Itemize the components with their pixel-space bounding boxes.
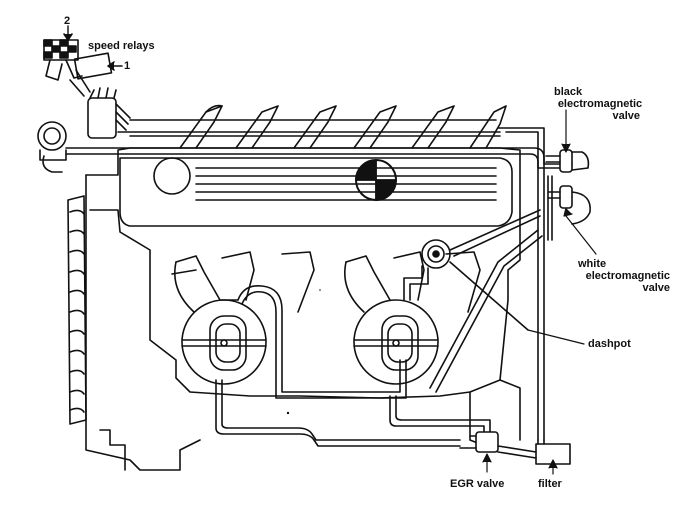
canister-right (353, 299, 439, 385)
black-electromagnetic-valve-label: black electromagnetic valve (552, 86, 648, 122)
specks (286, 289, 321, 415)
dashpot-label: dashpot (588, 338, 631, 350)
vacuum-hoses (215, 265, 537, 459)
relay-number-1: 1 (124, 60, 131, 72)
engine-block (85, 147, 521, 471)
white-valve-line-2: electromagnetic (585, 270, 670, 282)
white-electromagnetic-valve-label: white electromagnetic valve (566, 258, 670, 294)
filter-label: filter (538, 478, 562, 490)
white-valve-line-3: valve (642, 282, 670, 294)
canister-left (181, 299, 267, 385)
speed-relays-icon (43, 25, 123, 81)
pointer-lines (482, 109, 597, 475)
distributor (69, 69, 131, 139)
ignition-leads (117, 104, 507, 149)
speed-relays-label: speed relays (88, 40, 155, 52)
white-valve-line-1: white (578, 258, 607, 270)
vacuum-diaphragm (37, 121, 67, 161)
egr-valve-label: EGR valve (450, 478, 505, 490)
relay-number-2: 2 (64, 15, 71, 27)
right-piping (429, 127, 591, 465)
black-valve-line-2: electromagnetic (557, 98, 643, 110)
fan-assembly (67, 195, 87, 425)
dashpot (421, 239, 529, 331)
valve-cover (119, 157, 513, 227)
black-valve-line-3: valve (612, 110, 640, 122)
black-valve-line-1: black (554, 86, 583, 98)
